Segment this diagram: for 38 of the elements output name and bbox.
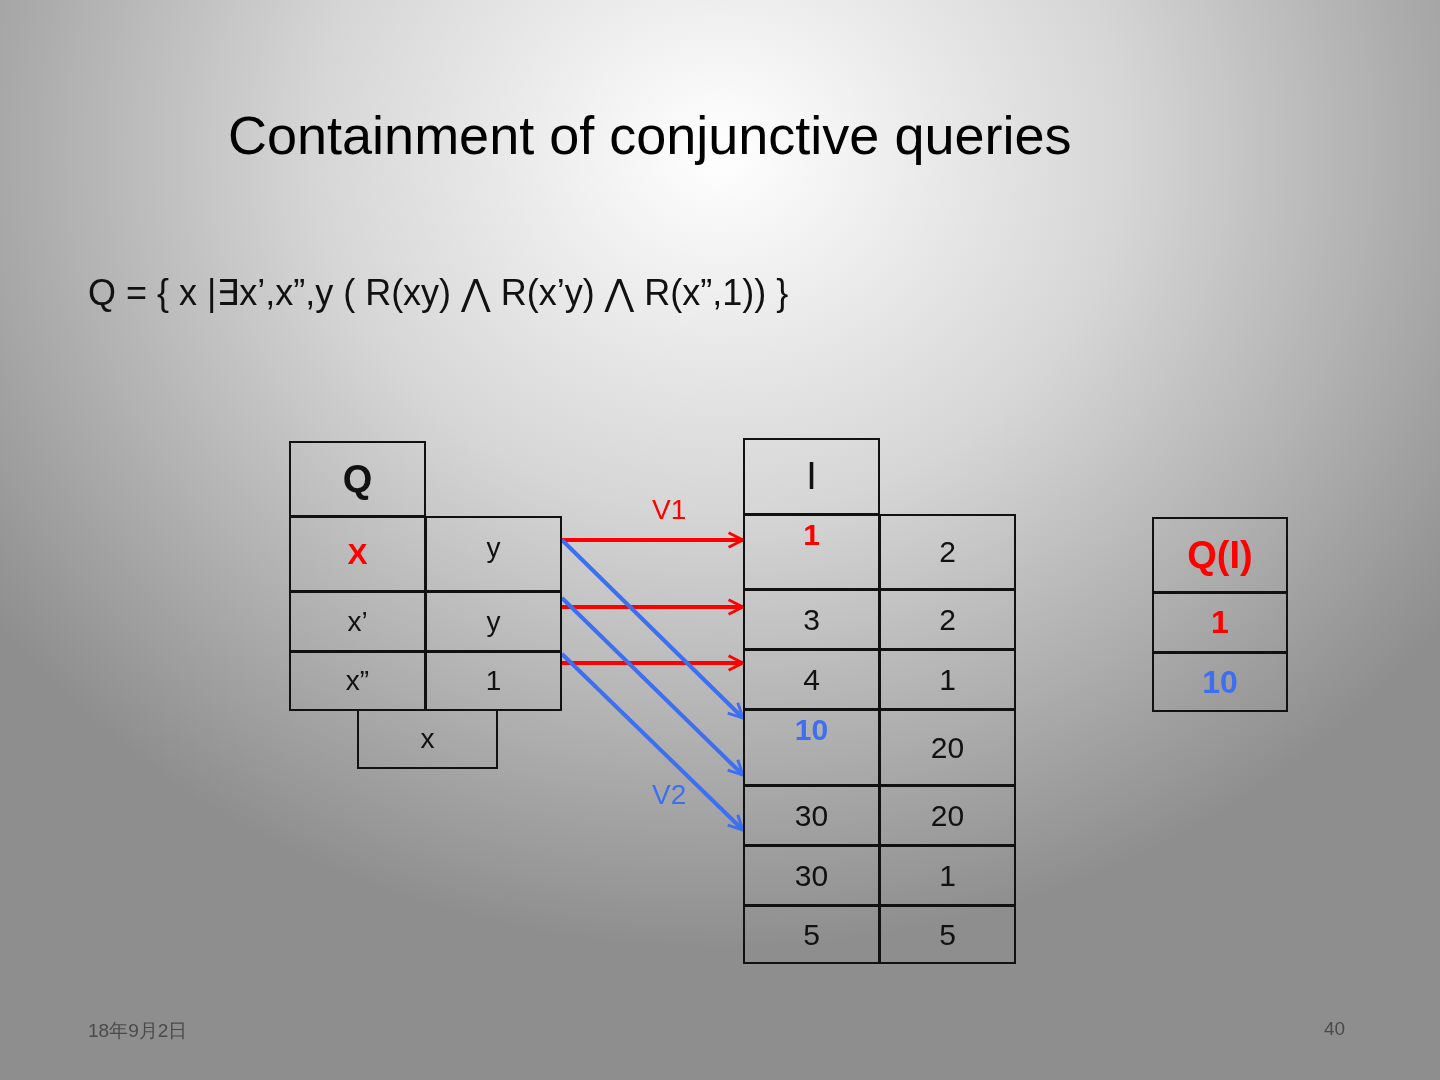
arrow xyxy=(562,598,745,616)
table-cell: 1 xyxy=(879,845,1016,906)
table-header: I xyxy=(743,438,880,515)
table-cell: x” xyxy=(289,651,426,711)
table-cell: 10 xyxy=(1152,652,1288,712)
arrow xyxy=(560,596,745,777)
table-cell: 1 xyxy=(425,651,562,711)
mapping-label: V1 xyxy=(652,494,687,526)
page-number: 40 xyxy=(1324,1018,1346,1040)
mapping-label: V2 xyxy=(652,779,687,811)
table-cell: X xyxy=(289,516,426,592)
table-cell: 20 xyxy=(879,709,1016,786)
table-cell: 1 xyxy=(743,514,880,590)
table-cell: 30 xyxy=(743,785,880,846)
table-cell: 1 xyxy=(1152,592,1288,653)
table-cell: y xyxy=(425,591,562,652)
table-cell: x xyxy=(357,709,498,769)
table-cell: 5 xyxy=(743,905,880,964)
table-cell: 10 xyxy=(743,709,880,786)
table-header: Q(I) xyxy=(1152,517,1288,593)
table-cell: 1 xyxy=(879,649,1016,710)
table-cell: 30 xyxy=(743,845,880,906)
table-cell: 2 xyxy=(879,589,1016,650)
table-cell: y xyxy=(425,516,562,592)
table-cell: 4 xyxy=(743,649,880,710)
formula: Q = { x |∃x’,x”,y ( R(xy) ⋀ R(x’y) ⋀ R(x”,1)) } xyxy=(88,272,789,314)
table-cell: 2 xyxy=(879,514,1016,590)
table-cell: 5 xyxy=(879,905,1016,964)
arrow xyxy=(560,652,745,832)
arrow xyxy=(560,538,745,720)
table-cell: 20 xyxy=(879,785,1016,846)
table-cell: x’ xyxy=(289,591,426,652)
slide-title: Containment of conjunctive queries xyxy=(228,104,1072,166)
table-cell: 3 xyxy=(743,589,880,650)
table-header: Q xyxy=(289,441,426,517)
arrow xyxy=(562,531,745,549)
arrow xyxy=(562,654,745,672)
date-footer: 18年9月2日 xyxy=(88,1018,188,1044)
